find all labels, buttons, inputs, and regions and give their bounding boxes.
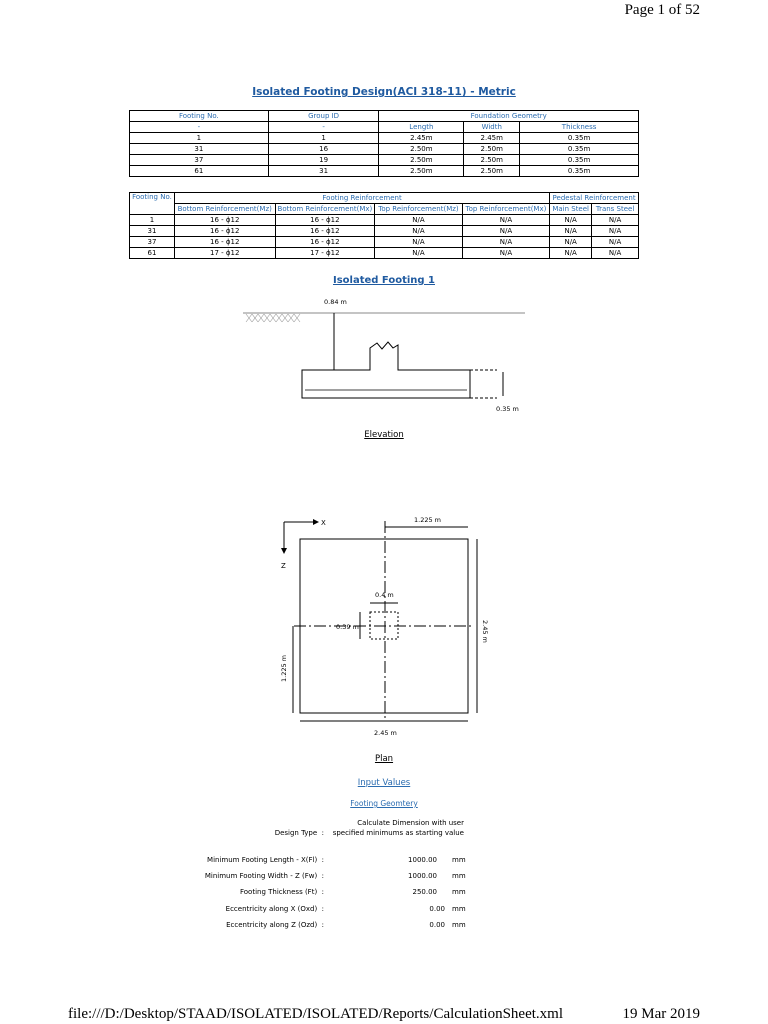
design-type-value: Calculate Dimension with user specified … (332, 819, 464, 837)
table-row: 61 31 2.50m 2.50m 0.35m (129, 165, 639, 177)
field-label: Minimum Footing Length - X(Fl) : (207, 856, 324, 864)
soil-hatching (245, 313, 301, 323)
plan-drawing (281, 519, 478, 722)
eccentricity-x-value: 0.00 (429, 905, 445, 913)
table-row: 31 16 2.50m 2.50m 0.35m (129, 143, 639, 155)
foundation-geometry-table: Footing No. Group ID Foundation Geometry… (129, 110, 639, 177)
unit-label: mm (452, 905, 466, 913)
field-label: Minimum Footing Width - Z (Fw) : (204, 872, 324, 880)
field-label: Eccentricity along Z (Ozd) : (226, 921, 324, 929)
elevation-depth-dim: 0.84 m (324, 298, 347, 306)
table-cell: 17 - ϕ12 (274, 247, 376, 259)
table-cell: N/A (461, 247, 551, 259)
table-cell: 61 (129, 165, 269, 177)
elevation-label: Elevation (364, 430, 404, 440)
length-dim-label: 2.45 m (374, 729, 397, 737)
table-cell: N/A (591, 247, 639, 259)
pedestal-z-dim-label: 0.39 m (336, 623, 359, 631)
table-header-row: Footing No. Group ID Foundation Geometry (129, 110, 639, 122)
min-width-value: 1000.00 (408, 872, 437, 880)
plan-label: Plan (374, 754, 394, 764)
unit-label: mm (452, 856, 466, 864)
footer-file-path: file:///D:/Desktop/STAAD/ISOLATED/ISOLAT… (68, 1006, 563, 1022)
page-number: Page 1 of 52 (624, 2, 700, 18)
field-label: Design Type : (274, 829, 324, 837)
pedestal-outline (369, 611, 399, 640)
thickness-value: 250.00 (412, 888, 438, 896)
table-subheader-row: Bottom Reinforcement(Mz) Bottom Reinforc… (130, 203, 639, 215)
unit-label: mm (452, 921, 466, 929)
footing-geometry-title: Footing Geomtery (350, 799, 418, 808)
table-cell: N/A (374, 247, 463, 259)
unit-label: mm (452, 888, 466, 896)
unit-label: mm (452, 872, 466, 880)
table-row: 61 17 - ϕ12 17 - ϕ12 N/A N/A N/A N/A (129, 247, 639, 259)
table-cell: 2.50m (463, 165, 521, 177)
table-cell: N/A (549, 247, 593, 259)
x-axis-label: X (321, 519, 326, 527)
field-label: Eccentricity along X (Oxd) : (225, 905, 324, 913)
table-header-row: Footing No. Footing Reinforcement Pedest… (129, 192, 639, 215)
document-title: Isolated Footing Design(ACI 318-11) - Me… (252, 86, 516, 98)
elevation-thickness-dim: 0.35 m (496, 405, 519, 413)
half-width-dim-label: 1.225 m (280, 655, 288, 682)
elevation-drawing (243, 312, 525, 399)
input-values-title: Input Values (357, 778, 411, 788)
eccentricity-z-value: 0.00 (429, 921, 445, 929)
table-cell: 61 (129, 247, 175, 259)
table-cell: 0.35m (519, 165, 639, 177)
pedestal-x-dim-label: 0.4 m (375, 591, 394, 599)
half-length-dim-label: 1.225 m (414, 516, 441, 524)
width-dim-label: 2.45 m (481, 620, 489, 643)
reinforcement-table: Footing No. Footing Reinforcement Pedest… (129, 192, 639, 259)
min-length-value: 1000.00 (408, 856, 437, 864)
field-label: Footing Thickness (Ft) : (239, 888, 324, 896)
z-axis-label: Z (281, 562, 286, 570)
footing-title: Isolated Footing 1 (332, 275, 435, 286)
table-cell: N/A (591, 214, 639, 226)
table-cell: 17 - ϕ12 (173, 247, 276, 259)
footer-date: 19 Mar 2019 (622, 1006, 701, 1022)
